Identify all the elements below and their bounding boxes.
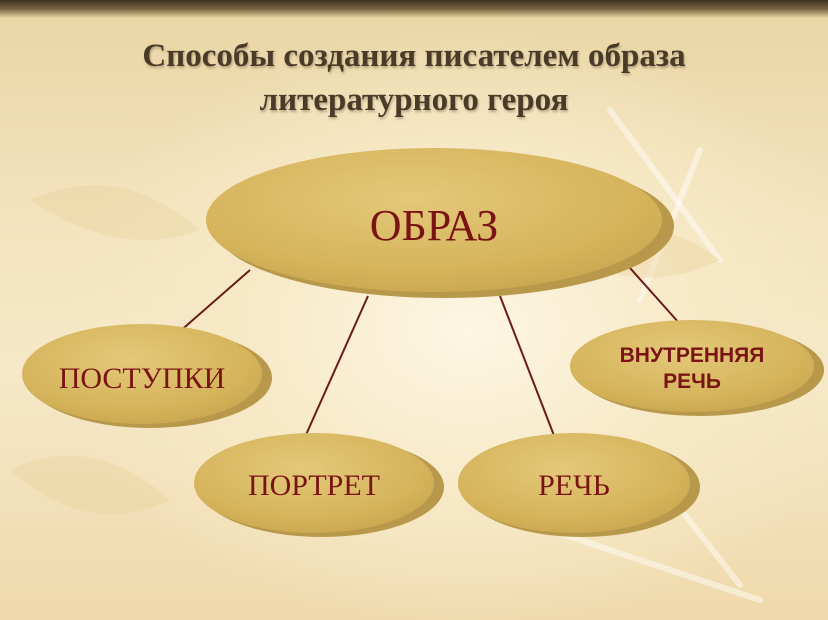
ellipse-portret [194,433,444,537]
label-postupki: ПОСТУПКИ [58,362,226,395]
label-portret: ПОРТРЕТ [247,469,381,502]
top-shadow [0,0,828,18]
leaf-shape [30,185,200,240]
label-rech: РЕЧЬ [538,469,610,502]
center-label: ОБРАЗ [369,201,499,250]
branch-line [607,107,723,263]
connector-rech [499,295,556,439]
center-ellipse [206,148,674,298]
connector-portret [304,295,369,438]
title-line-2: литературного героя [259,82,569,118]
label-vnutrennyaya-line-2: РЕЧЬ [663,370,721,393]
slide-title: Способы создания писателем образа литера… [0,34,828,122]
connectors [177,267,689,439]
label-vnutrennyaya-rech: ВНУТРЕННЯЯ РЕЧЬ [582,343,802,395]
connector-postupki [177,269,251,334]
ellipse-postupki [22,324,272,428]
title-line-1: Способы создания писателем образа [142,38,686,74]
label-vnutrennyaya-line-1: ВНУТРЕННЯЯ [619,344,765,367]
ellipse-rech [458,433,700,537]
leaf-shape [10,455,170,515]
ellipse-vnutrennyaya-rech [570,320,824,416]
